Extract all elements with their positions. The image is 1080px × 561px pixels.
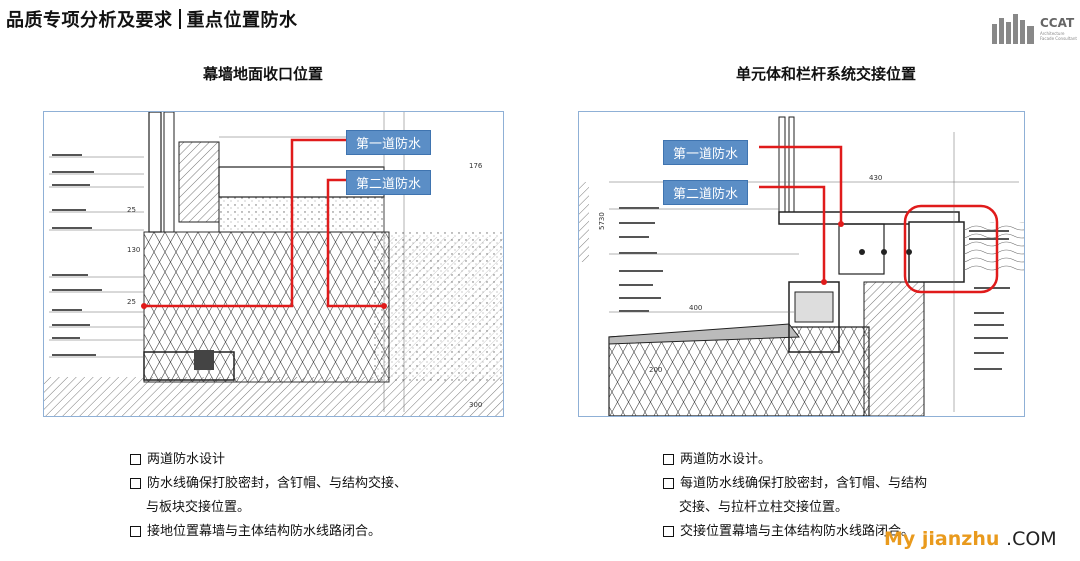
left-bullet-3: 接地位置幕墙与主体结构防水线路闭合。	[130, 520, 407, 544]
left-dim-300: 300	[469, 401, 482, 409]
right-callout-second: 第二道防水	[663, 180, 749, 205]
right-bullet-1: 两道防水设计。	[663, 448, 927, 472]
right-panel-title: 单元体和栏杆系统交接位置	[736, 65, 917, 83]
left-callout-first: 第一道防水	[346, 130, 432, 155]
checkbox-square-icon	[663, 454, 674, 465]
page-header: 品质专项分析及要求 重点位置防水	[6, 6, 298, 32]
left-waterproof-lines	[144, 138, 384, 308]
watermark: My jianzhu .COM	[884, 528, 1057, 550]
right-callout-first: 第一道防水	[663, 140, 749, 165]
left-dim-25a: 25	[127, 206, 136, 214]
checkbox-square-icon	[130, 454, 141, 465]
watermark-part2: .COM	[1006, 528, 1057, 550]
left-bullet-1: 两道防水设计	[130, 448, 407, 472]
highlight-circle	[903, 204, 999, 294]
left-bullet-2-cont: 与板块交接位置。	[146, 500, 251, 515]
right-bullet-list: 两道防水设计。 每道防水线确保打胶密封，含钉帽、与结构 交接、与拉杆立柱交接位置…	[663, 448, 927, 544]
checkbox-square-icon	[130, 526, 141, 537]
right-bullet-2: 每道防水线确保打胶密封，含钉帽、与结构	[663, 472, 927, 496]
checkbox-square-icon	[663, 478, 674, 489]
right-dim-400: 400	[689, 304, 702, 312]
left-bullet-2: 防水线确保打胶密封，含钉帽、与结构交接、	[130, 472, 407, 496]
left-dim-25b: 25	[127, 298, 136, 306]
left-drawing-svg: 176 25 130 25 300	[44, 112, 503, 416]
left-callout-second: 第二道防水	[346, 170, 432, 195]
watermark-part1: My jianzhu	[884, 528, 1000, 550]
right-dim-430: 430	[869, 174, 882, 182]
right-dim-5730: 5730	[598, 212, 606, 230]
ccat-logo-icon	[992, 14, 1034, 44]
checkbox-square-icon	[130, 478, 141, 489]
header-title-right: 重点位置防水	[186, 10, 298, 31]
right-cad-drawing: 430 400 200 5730	[578, 111, 1025, 417]
left-bullet-list: 两道防水设计 防水线确保打胶密封，含钉帽、与结构交接、 与板块交接位置。 接地位…	[130, 448, 407, 544]
left-dim-130: 130	[127, 246, 140, 254]
right-bullet-2-cont: 交接、与拉杆立柱交接位置。	[679, 500, 849, 515]
right-bullet-3: 交接位置幕墙与主体结构防水线路闭合。	[663, 520, 927, 544]
logo-subtext: Architecture Facade Consultant	[1040, 31, 1077, 41]
logo-text: CCAT	[1040, 16, 1075, 30]
checkbox-square-icon	[663, 526, 674, 537]
left-cad-drawing: 176 25 130 25 300	[43, 111, 504, 417]
right-waterproof-lines	[759, 145, 843, 282]
header-title-left: 品质专项分析及要求	[6, 10, 173, 31]
header-divider	[178, 9, 181, 29]
left-panel-title: 幕墙地面收口位置	[203, 65, 324, 83]
right-drawing-svg: 430 400 200 5730	[579, 116, 1024, 416]
right-dim-200: 200	[649, 366, 662, 374]
left-dim-176: 176	[469, 162, 483, 170]
